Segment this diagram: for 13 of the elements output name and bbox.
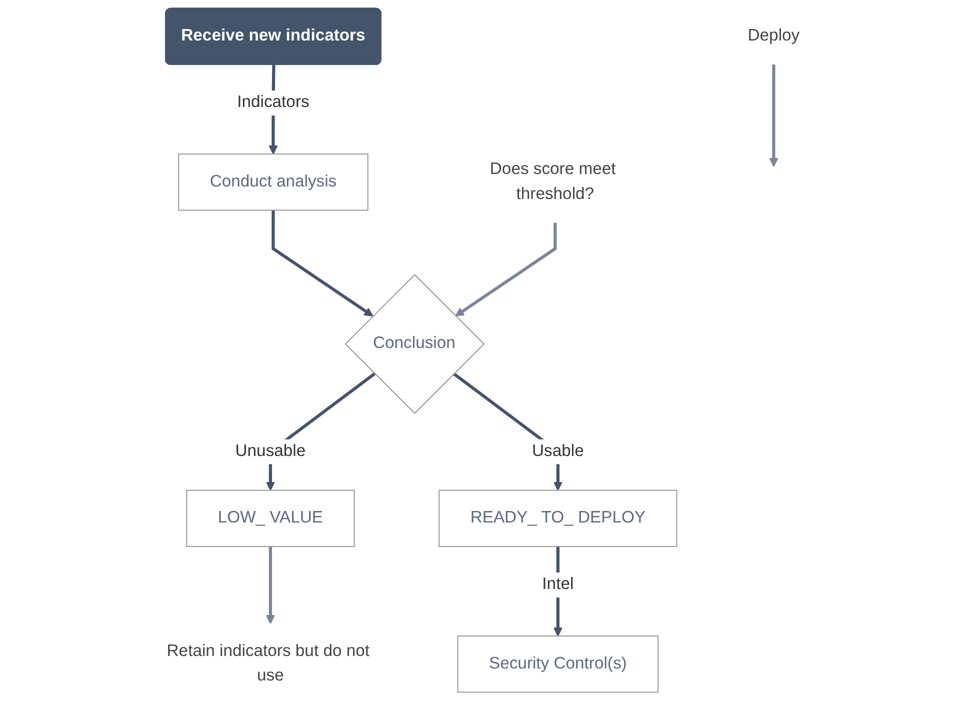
note-text: Retain indicators but do not use: [166, 642, 370, 685]
arrow: [769, 64, 778, 167]
process-box: LOW_ VALUE: [186, 490, 355, 548]
decision-diamond: Conclusion: [344, 274, 485, 414]
arrow: [455, 222, 557, 316]
process-box: Security Control(s): [457, 635, 659, 693]
arrow: [266, 546, 276, 624]
arrow: [272, 210, 374, 316]
process-box: Conduct analysis: [178, 154, 368, 211]
note-text: Does score meet threshold?: [490, 160, 616, 203]
start-box: Receive new indicators: [165, 8, 382, 66]
note-text: Deploy: [748, 27, 800, 45]
process-box: READY_ TO_ DEPLOY: [438, 490, 678, 548]
